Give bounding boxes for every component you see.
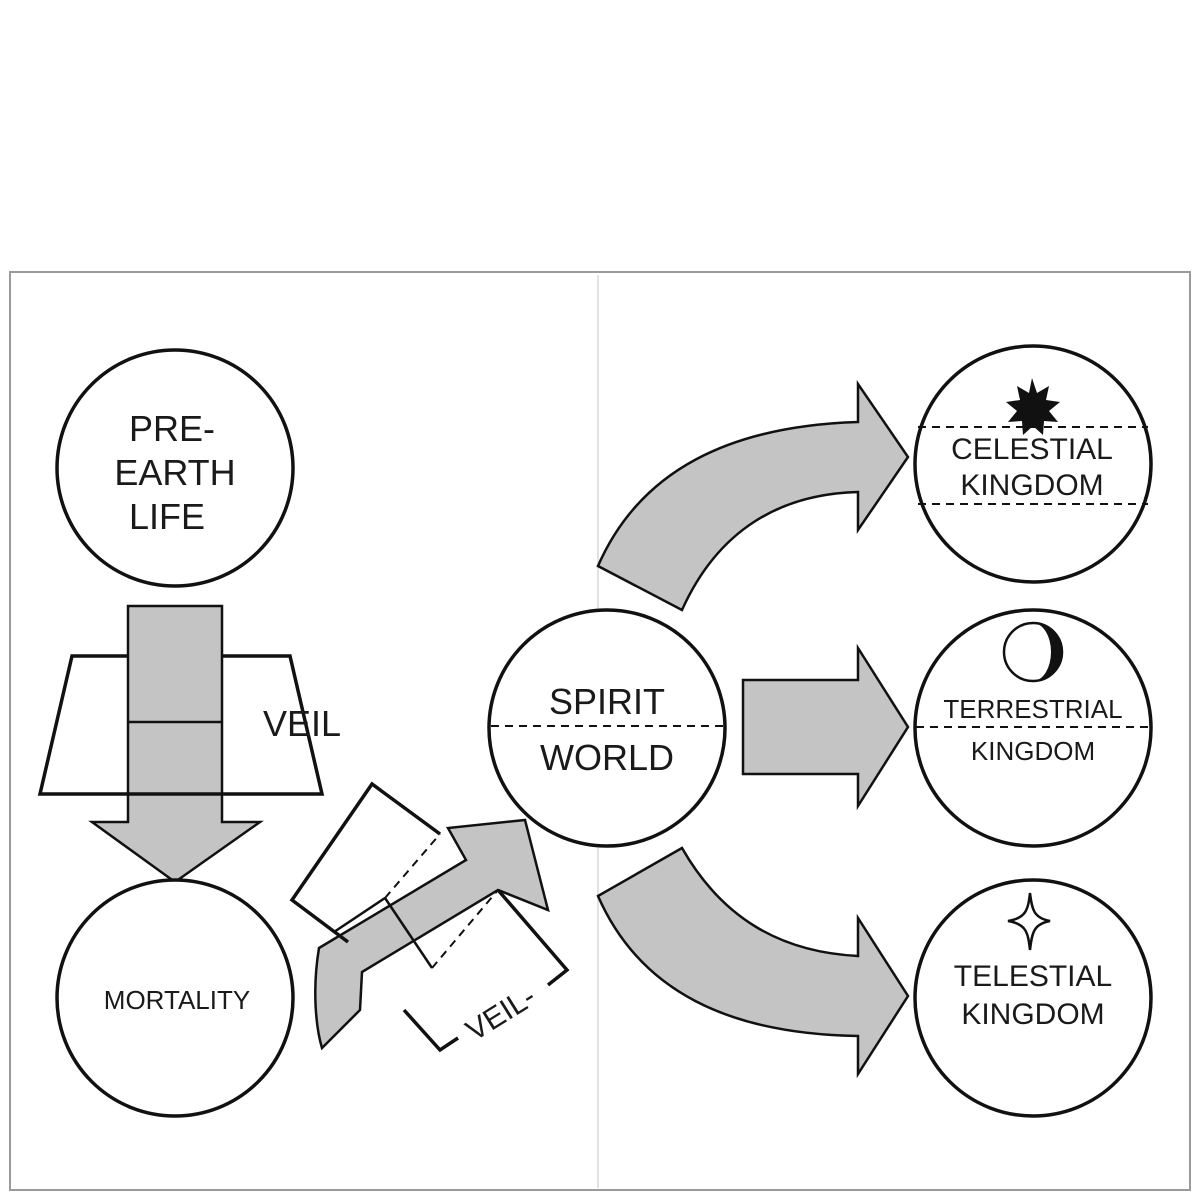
pre-earth-life-line-2: EARTH: [114, 452, 235, 493]
celestial-circle: [913, 344, 1153, 584]
diag-arrow-divider-1: [333, 896, 386, 934]
node-celestial-kingdom: CELESTIAL KINGDOM: [913, 344, 1153, 584]
arrow-pre-earth-to-mortality: [88, 604, 264, 884]
moon-icon: [1002, 621, 1064, 683]
mortality-label: MORTALITY: [104, 985, 250, 1015]
pre-earth-life-circle: [55, 348, 295, 588]
spirit-world-circle: [487, 608, 727, 848]
node-telestial-kingdom: TELESTIAL KINGDOM: [913, 878, 1153, 1118]
node-mortality: MORTALITY: [55, 878, 295, 1118]
spirit-world-line-1: SPIRIT: [549, 681, 665, 722]
arrow-mortality-to-spirit-world: [314, 818, 550, 1051]
arrow-to-terrestrial: [741, 643, 910, 811]
telestial-line-1: TELESTIAL: [954, 960, 1112, 993]
veil-lower-dash-1: [384, 833, 441, 899]
terrestrial-line-1: TERRESTRIAL: [943, 694, 1122, 724]
node-terrestrial-kingdom: TERRESTRIAL KINGDOM: [913, 608, 1153, 848]
celestial-line-1: CELESTIAL: [951, 433, 1113, 466]
veil-upper-label: VEIL: [263, 703, 341, 744]
mortality-circle: [55, 878, 295, 1118]
veil-upper: VEIL: [37, 654, 341, 796]
celestial-line-2: KINGDOM: [960, 469, 1103, 502]
star-icon: [1007, 892, 1051, 951]
veil-upper-outline: [37, 654, 325, 796]
telestial-line-2: KINGDOM: [961, 998, 1104, 1031]
pre-earth-life-line-1: PRE-: [129, 408, 215, 449]
telestial-circle: [913, 878, 1153, 1118]
diag-arrow-divider-2: [383, 897, 434, 969]
arrow-to-celestial: [596, 379, 910, 612]
sun-icon: [1006, 378, 1060, 435]
veil-lower-outline-b: [496, 888, 570, 987]
veil-lower-dash-2: [431, 889, 499, 969]
spirit-world-line-2: WORLD: [540, 737, 674, 778]
node-spirit-world: SPIRIT WORLD: [487, 608, 727, 848]
veil-lower-outline-a: [289, 781, 442, 944]
node-pre-earth-life: PRE- EARTH LIFE: [55, 348, 295, 588]
arrow-to-telestial: [596, 846, 910, 1079]
pre-earth-life-line-3: LIFE: [129, 496, 205, 537]
terrestrial-line-2: KINGDOM: [971, 736, 1095, 766]
veil-lower-outline-c: [402, 1008, 459, 1053]
